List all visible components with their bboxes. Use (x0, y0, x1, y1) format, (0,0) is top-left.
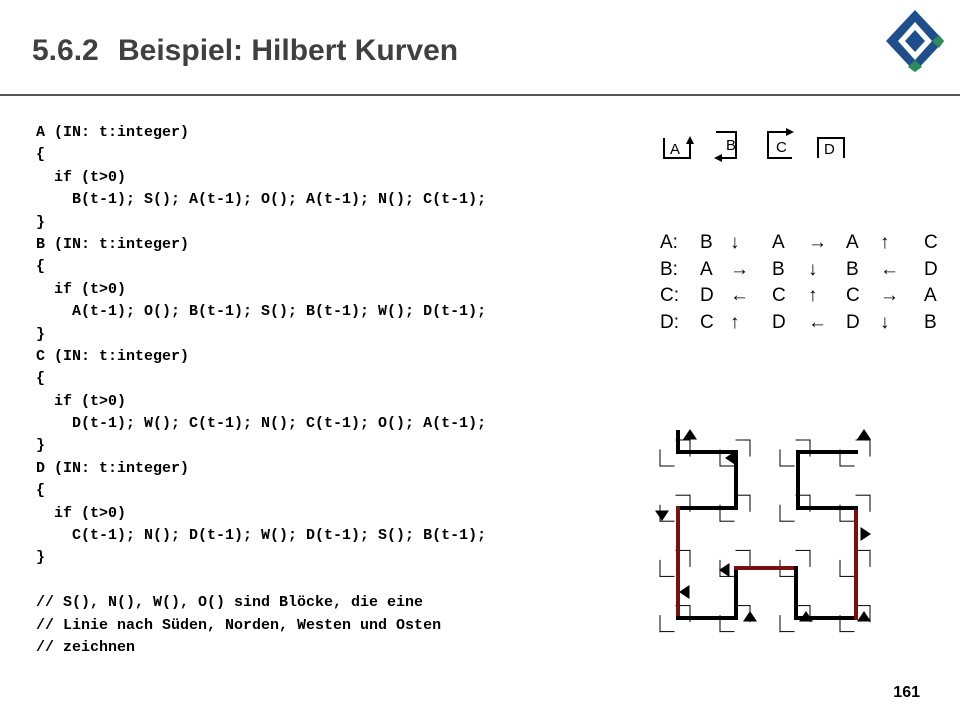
rule-symbol: C (700, 311, 714, 333)
code-line: B (IN: t:integer) (36, 235, 190, 253)
code-line: if (t>0) (36, 504, 127, 522)
rule-arrow: → (730, 258, 749, 280)
rule-symbol: C (924, 232, 938, 253)
code-line: { (36, 482, 46, 500)
legend-shape-d: D (817, 137, 845, 158)
rule-symbol: A (700, 258, 713, 280)
page-title: Beispiel: Hilbert Kurven (118, 34, 459, 67)
rule-symbol: B (700, 232, 713, 253)
code-line: // S(), N(), W(), O() sind Blöcke, die e… (36, 594, 424, 612)
legend-shape-c: C (767, 128, 794, 159)
hilbert-curve-figure (655, 429, 871, 633)
code-line: A(t-1); O(); B(t-1); S(); B(t-1); W(); D… (36, 303, 487, 321)
rule-arrow: ↑ (880, 232, 890, 253)
university-logo-icon (886, 10, 944, 72)
legend-shape-a: A (663, 136, 694, 159)
code-line: if (t>0) (36, 168, 127, 186)
code-line: // Linie nach Süden, Norden, Westen und … (36, 616, 442, 634)
rule-arrow: ↓ (730, 232, 740, 253)
code-line: { (36, 370, 46, 388)
legend-label-a: A (670, 141, 680, 158)
rule-symbol: B (772, 258, 785, 280)
rule-symbol: A (846, 232, 859, 253)
rule-name: D: (660, 311, 679, 333)
rule-symbol: D (772, 311, 786, 333)
shape-legend: A B C D (663, 128, 845, 162)
rule-symbol: D (924, 258, 938, 280)
code-line: A (IN: t:integer) (36, 124, 190, 141)
rule-name: A: (660, 232, 678, 253)
legend-label-c: C (776, 139, 787, 156)
code-line: { (36, 146, 46, 164)
rule-symbol: C (772, 285, 786, 306)
rule-arrow: ↑ (808, 285, 818, 306)
rule-arrow: ↓ (808, 258, 818, 280)
legend-label-d: D (824, 141, 835, 158)
rule-symbol: B (846, 258, 859, 280)
code-line: C (IN: t:integer) (36, 347, 190, 365)
rule-symbol: A (772, 232, 785, 253)
code-line: C(t-1); N(); D(t-1); W(); D(t-1); S(); B… (36, 527, 487, 545)
code-line: D(t-1); W(); C(t-1); N(); C(t-1); O(); A… (36, 415, 487, 433)
code-line: } (36, 549, 46, 567)
page-number: 161 (893, 684, 920, 701)
rule-arrow: ← (730, 285, 749, 306)
title-divider (0, 94, 960, 96)
code-line: } (36, 325, 46, 343)
rule-arrow: ← (808, 311, 827, 333)
code-line: if (t>0) (36, 392, 127, 410)
code-line: } (36, 437, 46, 455)
code-line: B(t-1); S(); A(t-1); O(); A(t-1); N(); C… (36, 191, 487, 209)
code-line (36, 570, 486, 592)
rule-arrow: ← (880, 258, 899, 280)
rule-arrow: → (880, 285, 899, 306)
rule-symbol: B (924, 311, 937, 333)
code-line: } (36, 213, 46, 231)
rule-name: C: (660, 285, 679, 306)
code-listing: A (IN: t:integer) { if (t>0) B(t-1); S();… (36, 122, 486, 659)
rule-arrow: ↑ (730, 311, 740, 333)
code-line: D (IN: t:integer) (36, 459, 190, 477)
code-line: // zeichnen (36, 638, 136, 656)
rule-symbol: D (700, 285, 714, 306)
code-line: { (36, 258, 46, 276)
code-line: if (t>0) (36, 280, 127, 298)
rule-arrow: ↓ (880, 311, 890, 333)
rule-arrow: → (808, 232, 827, 253)
section-number: 5.6.2 (32, 34, 99, 67)
rule-symbol: D (846, 311, 860, 333)
legend-shape-b: B (714, 131, 737, 162)
rule-name: B: (660, 258, 678, 280)
legend-label-b: B (726, 137, 736, 154)
rule-symbol: A (924, 285, 937, 306)
rule-symbol: C (846, 285, 860, 306)
